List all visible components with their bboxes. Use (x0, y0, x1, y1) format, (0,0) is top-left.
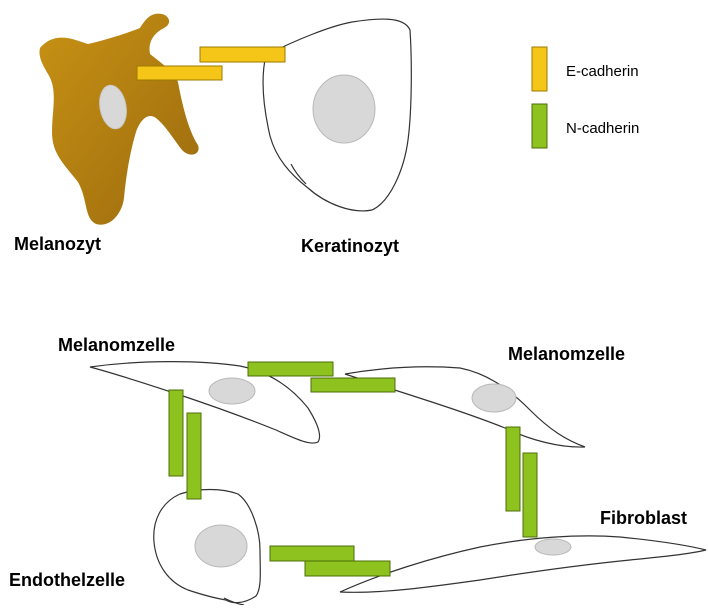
n-cadherin-bar (270, 546, 354, 561)
label-endothelial: Endothelzelle (9, 570, 125, 591)
legend-e-label: E-cadherin (566, 63, 639, 80)
e-cadherin-bar (200, 47, 285, 62)
keratinocyte-nucleus (313, 75, 375, 143)
n-cadherin-bar (187, 413, 201, 499)
n-cadherin-bar (523, 453, 537, 537)
endothelial-nucleus (195, 525, 247, 567)
fibroblast-nucleus (535, 539, 571, 555)
e-cadherin-bar (137, 66, 222, 80)
label-melanoma-right: Melanomzelle (508, 344, 625, 365)
n-cadherin-bar (248, 362, 333, 376)
melanoma-left-nucleus (209, 378, 255, 404)
label-melanocyte: Melanozyt (14, 234, 101, 255)
label-keratinocyte: Keratinozyt (301, 236, 399, 257)
legend-e-swatch (532, 47, 547, 91)
melanoma-right-nucleus (472, 384, 516, 412)
fibroblast-cell (340, 536, 706, 592)
label-fibroblast: Fibroblast (600, 508, 687, 529)
n-cadherin-bar (506, 427, 520, 511)
label-melanoma-left: Melanomzelle (58, 335, 175, 356)
n-cadherin-bar (169, 390, 183, 476)
legend-n-swatch (532, 104, 547, 148)
n-cadherin-bar (311, 378, 395, 392)
n-cadherin-bar (305, 561, 390, 576)
legend-n-label: N-cadherin (566, 120, 639, 137)
